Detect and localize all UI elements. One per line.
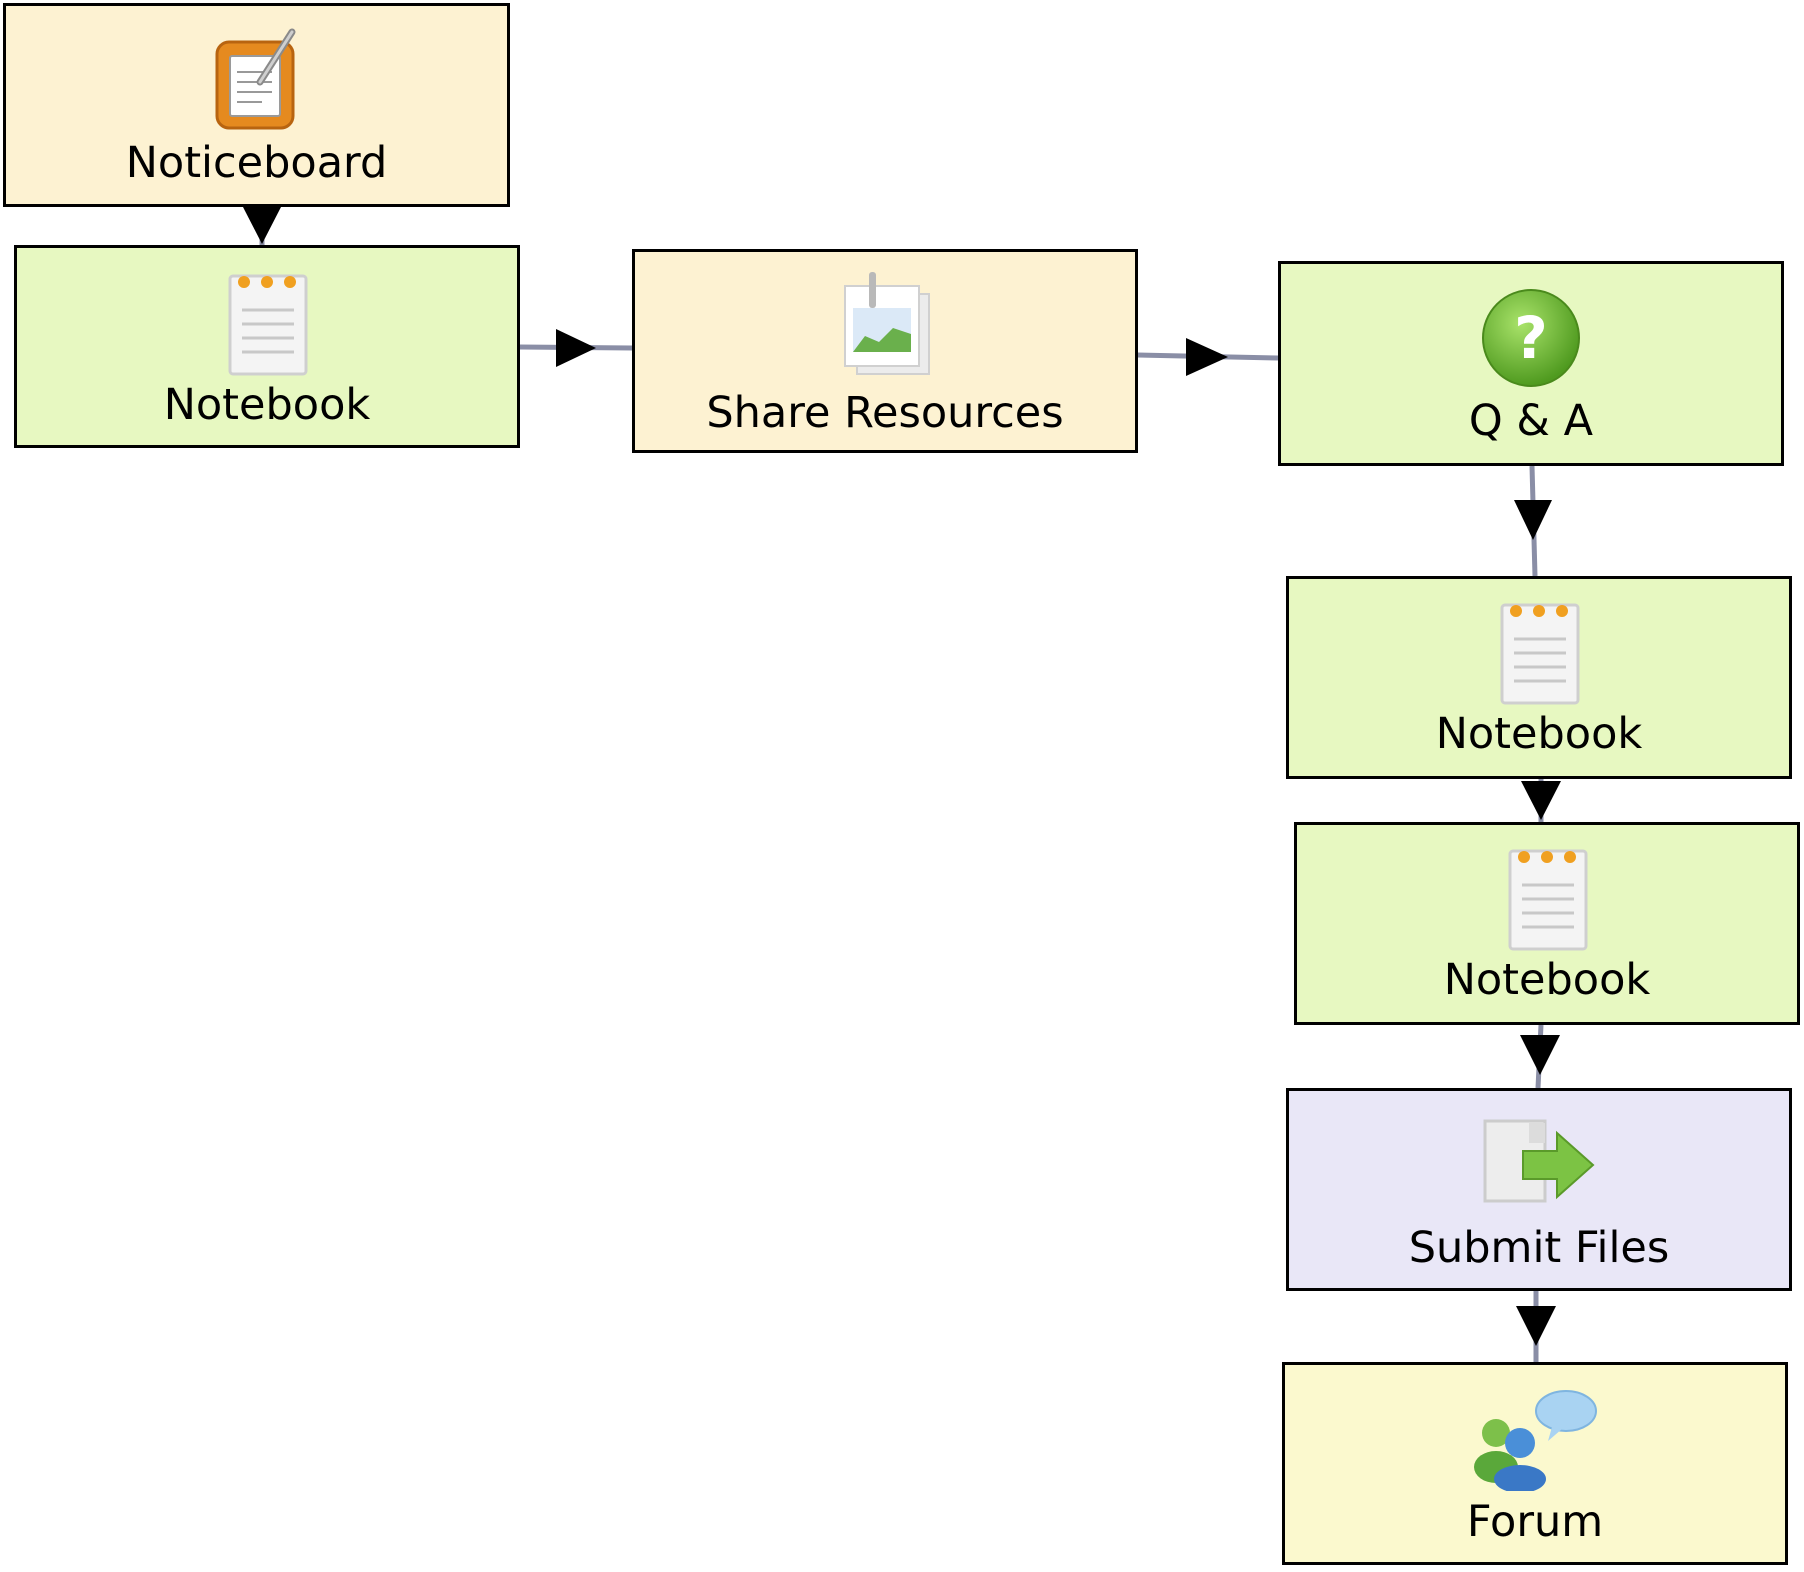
node-forum[interactable]: Forum <box>1282 1362 1788 1565</box>
notebook-icon <box>222 268 312 382</box>
node-label: Q & A <box>1468 396 1594 446</box>
edge-qa-to-notebook-2 <box>1514 465 1552 577</box>
noticeboard-icon <box>212 24 302 138</box>
edge-notebook-2-to-notebook-3 <box>1521 779 1561 822</box>
node-label: Notebook <box>1443 955 1651 1005</box>
node-share-resources[interactable]: Share Resources <box>632 249 1138 453</box>
node-notebook-2[interactable]: Notebook <box>1286 576 1792 779</box>
edge-share-resources-to-qa <box>1136 338 1279 376</box>
edge-noticeboard-to-notebook-1 <box>243 205 281 245</box>
notebook-icon <box>1502 843 1592 957</box>
edge-submit-files-to-forum <box>1516 1290 1556 1362</box>
node-label: Notebook <box>163 380 371 430</box>
node-label: Share Resources <box>706 388 1064 438</box>
node-label: Forum <box>1466 1497 1604 1547</box>
question-icon: ? <box>1479 286 1583 394</box>
forum-icon <box>1470 1379 1600 1495</box>
notebook-icon <box>1494 597 1584 711</box>
node-label: Noticeboard <box>125 138 388 188</box>
share-resources-icon <box>835 268 935 384</box>
node-notebook-1[interactable]: Notebook <box>14 245 520 448</box>
edge-notebook-3-to-submit-files <box>1520 1024 1560 1089</box>
node-label: Notebook <box>1435 709 1643 759</box>
node-noticeboard[interactable]: Noticeboard <box>3 3 510 207</box>
svg-text:?: ? <box>1514 304 1548 372</box>
edge-notebook-1-to-share-resources <box>519 329 633 367</box>
node-submit-files[interactable]: Submit Files <box>1286 1088 1792 1291</box>
node-label: Submit Files <box>1408 1223 1670 1273</box>
node-qa[interactable]: ? Q & A <box>1278 261 1784 466</box>
node-notebook-3[interactable]: Notebook <box>1294 822 1800 1025</box>
submit-files-icon <box>1479 1117 1599 1211</box>
